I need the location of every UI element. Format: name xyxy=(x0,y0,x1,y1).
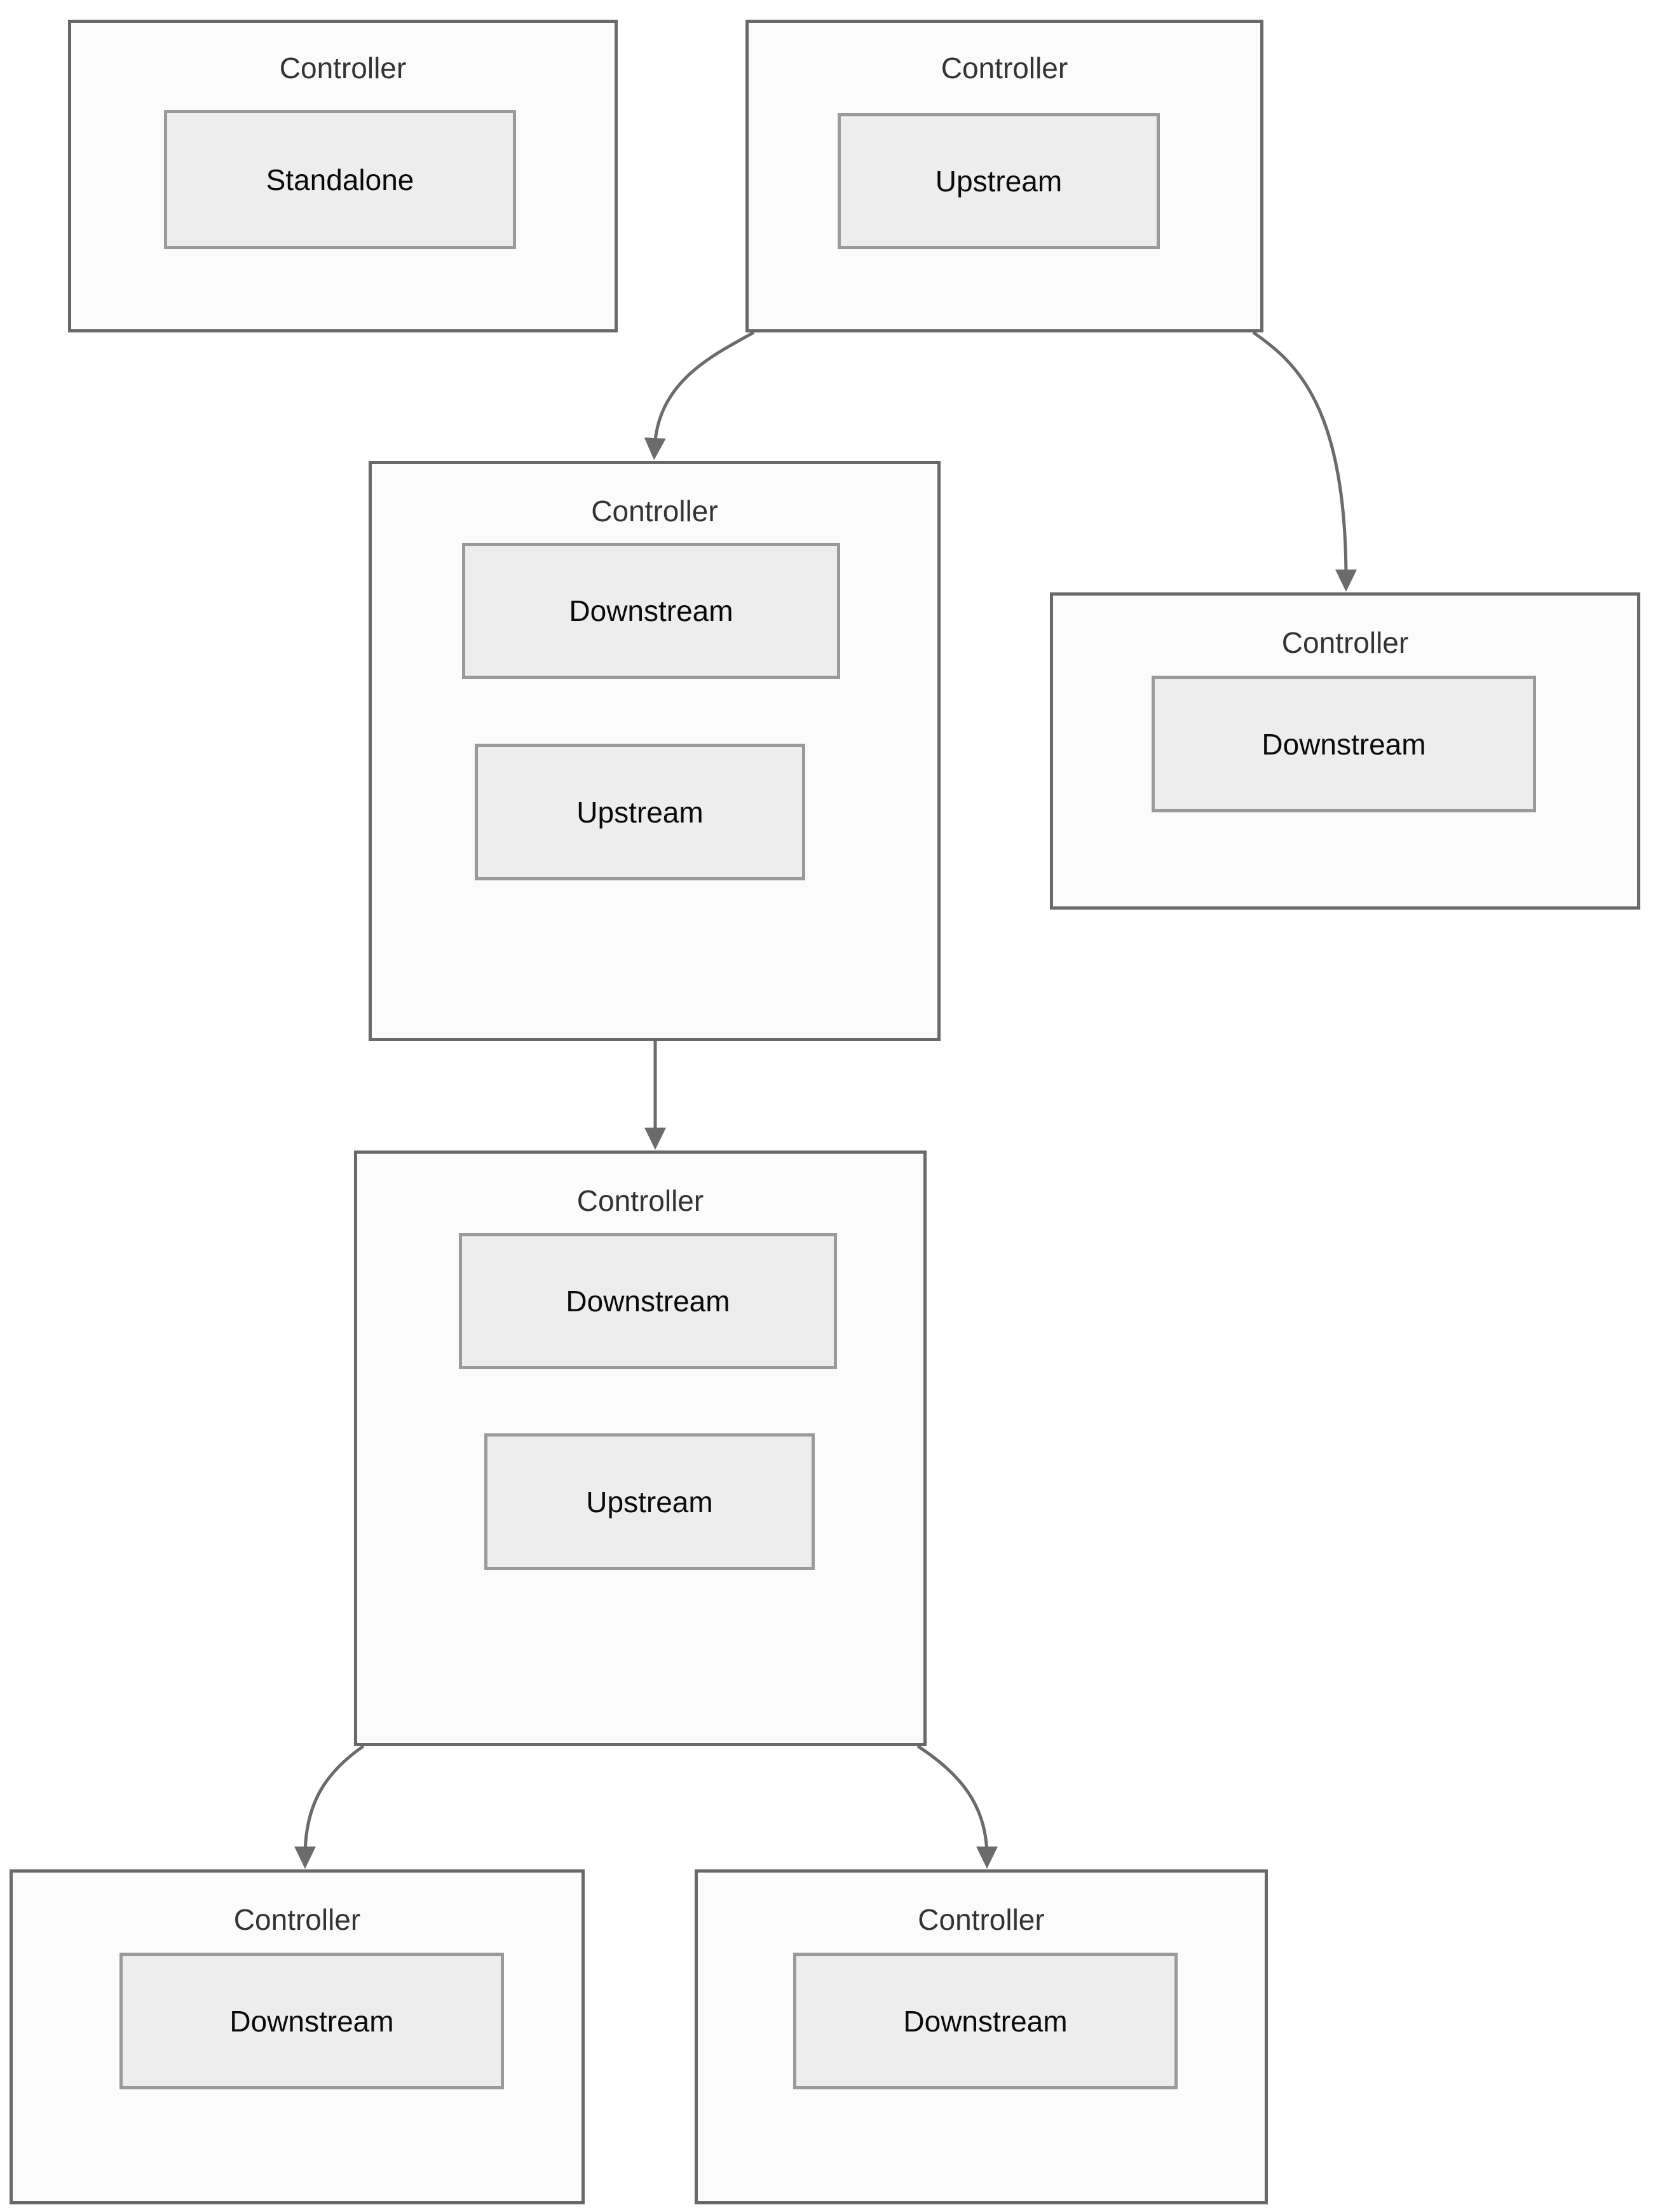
controller-title: Controller xyxy=(233,1903,361,1936)
component-box[interactable]: Upstream xyxy=(484,1433,815,1570)
controller-title: Controller xyxy=(941,51,1068,85)
connector-arrow xyxy=(1252,331,1357,592)
component-box[interactable]: Upstream xyxy=(838,113,1160,249)
component-label: Downstream xyxy=(566,1285,730,1318)
controller-title: Controller xyxy=(279,51,407,85)
component-box[interactable]: Upstream xyxy=(475,744,805,880)
controller-title: Controller xyxy=(591,495,718,528)
component-box[interactable]: Downstream xyxy=(459,1233,837,1369)
component-label: Downstream xyxy=(569,594,733,627)
connector-arrow xyxy=(916,1744,998,1869)
component-label: Upstream xyxy=(576,795,704,829)
controller-title: Controller xyxy=(576,1184,704,1217)
component-label: Downstream xyxy=(903,2004,1068,2038)
controller-title: Controller xyxy=(1281,626,1409,659)
component-box[interactable]: Downstream xyxy=(793,1953,1178,2089)
component-box[interactable]: Downstream xyxy=(119,1953,504,2089)
component-label: Upstream xyxy=(586,1485,713,1519)
component-label: Upstream xyxy=(935,165,1063,198)
connector-arrow xyxy=(644,331,755,460)
component-label: Standalone xyxy=(266,163,414,196)
component-box[interactable]: Standalone xyxy=(164,110,516,249)
controller-title: Controller xyxy=(918,1903,1045,1936)
component-box[interactable]: Downstream xyxy=(462,543,840,679)
connector-arrow xyxy=(294,1744,365,1869)
component-box[interactable]: Downstream xyxy=(1152,676,1536,812)
component-label: Downstream xyxy=(229,2004,394,2038)
component-label: Downstream xyxy=(1262,727,1426,761)
